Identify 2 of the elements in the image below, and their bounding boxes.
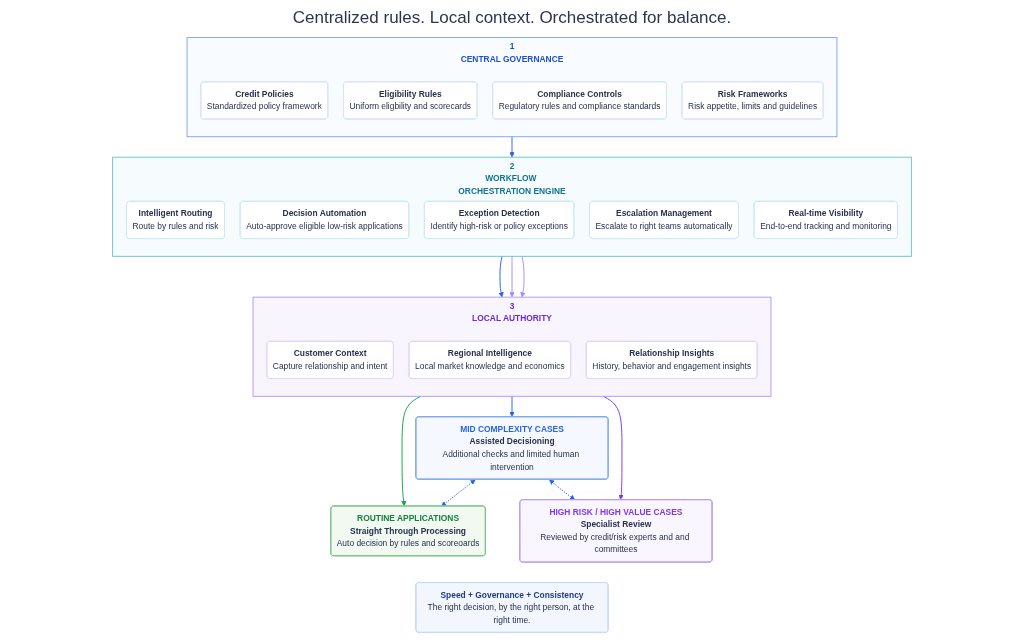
arrow	[549, 479, 576, 501]
diagram-title: Centralized rules. Local context. Orchestrated for balance.	[292, 8, 732, 28]
